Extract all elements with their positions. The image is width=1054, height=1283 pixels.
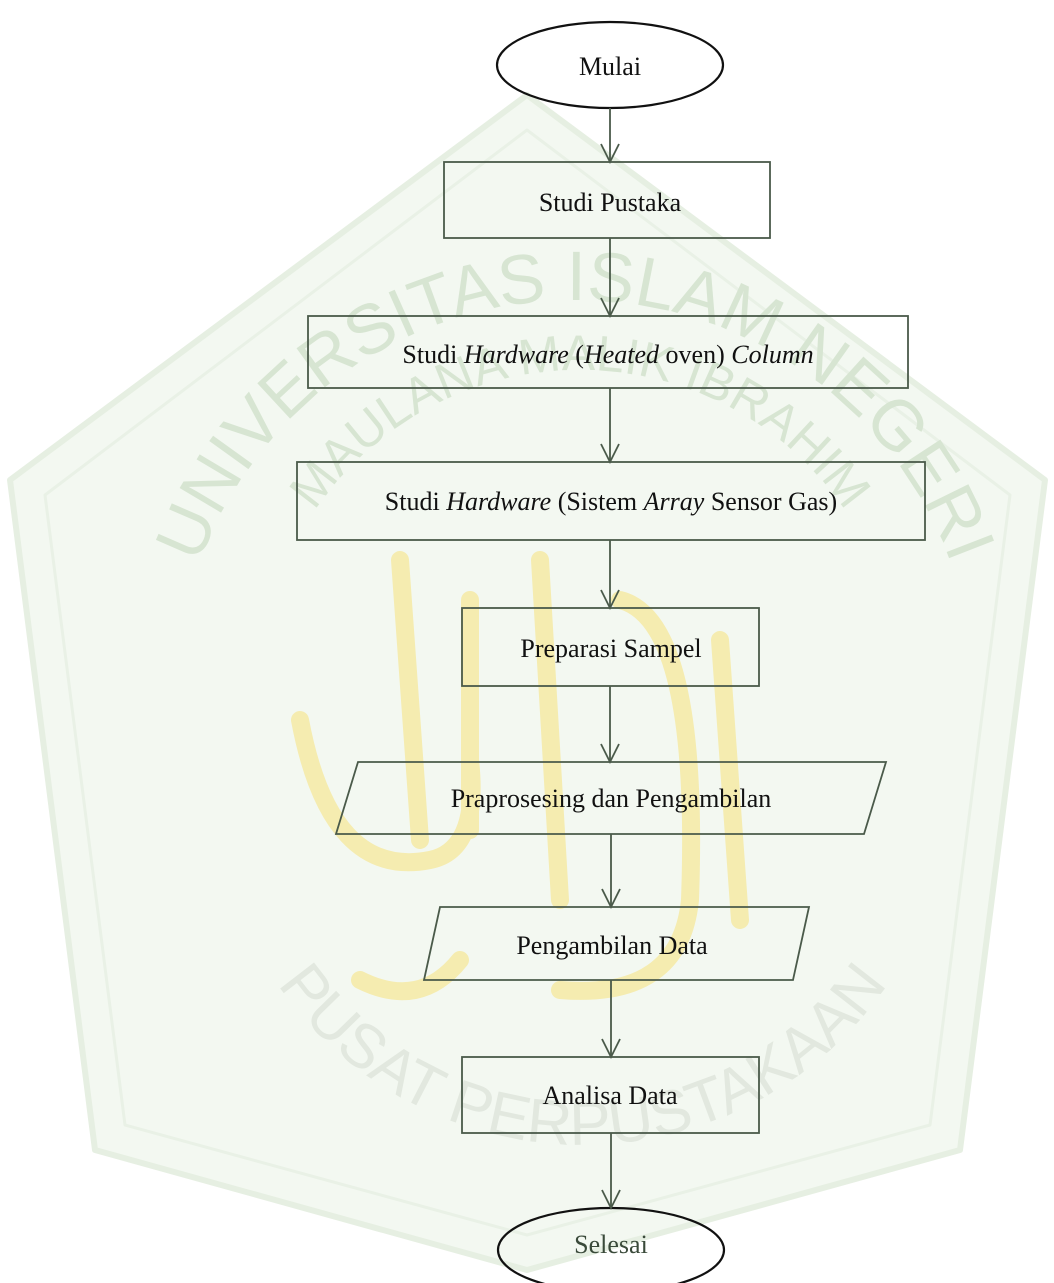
- arrow-preparasi-sampel-to-praprosesing: [600, 686, 620, 765]
- arrow-studi-hardware-heated-to-studi-hardware-array: [600, 388, 620, 465]
- node-studi-pustaka: Studi Pustaka: [443, 161, 771, 239]
- seal-calligraphy: [291, 551, 749, 1001]
- node-praprosesing: Praprosesing dan Pengambilan: [334, 761, 888, 835]
- arrow-start-to-studi-pustaka: [600, 108, 620, 165]
- node-studi-hardware-array-label-part: (Sistem: [551, 487, 643, 516]
- node-start-label: Mulai: [579, 52, 641, 81]
- node-studi-hardware-heated-label-part: Column: [731, 340, 813, 369]
- node-studi-pustaka-box: [443, 161, 771, 239]
- arrow-head-icon: [600, 297, 620, 319]
- arrow-studi-hardware-array-to-preparasi-sampel: [600, 540, 620, 611]
- node-preparasi-sampel-label: Preparasi Sampel: [520, 634, 701, 663]
- node-studi-hardware-array-label: Studi Hardware (Sistem Array Sensor Gas): [385, 487, 837, 516]
- node-praprosesing-label: Praprosesing dan Pengambilan: [451, 784, 772, 813]
- node-studi-hardware-array-label-part: Hardware: [445, 487, 551, 516]
- node-pengambilan-data-parallelogram: [422, 906, 811, 981]
- arrow-studi-pustaka-to-studi-hardware-heated: [600, 238, 620, 319]
- node-start: Mulai: [495, 20, 725, 110]
- arrow-praprosesing-to-pengambilan-data: [601, 834, 621, 910]
- node-studi-hardware-heated-label: Studi Hardware (Heated oven) Column: [402, 340, 813, 369]
- node-studi-hardware-heated-label-part: (: [569, 340, 584, 369]
- arrow-head-icon: [601, 1189, 621, 1211]
- node-studi-hardware-array-label-part: Array: [642, 487, 705, 516]
- arrow-analisa-data-to-end: [601, 1133, 621, 1211]
- arrow-pengambilan-data-to-analisa-data: [601, 980, 621, 1060]
- arrow-head-icon: [601, 888, 621, 910]
- node-pengambilan-data: Pengambilan Data: [422, 906, 811, 981]
- arrow-head-icon: [600, 589, 620, 611]
- node-studi-hardware-heated-label-part: Hardware: [463, 340, 569, 369]
- node-studi-hardware-heated-box: [307, 315, 909, 389]
- node-analisa-data-label: Analisa Data: [542, 1081, 677, 1110]
- node-studi-hardware-heated-label-part: Studi: [402, 340, 463, 369]
- node-analisa-data: Analisa Data: [461, 1056, 760, 1134]
- arrow-head-icon: [601, 1038, 621, 1060]
- node-end: Selesai: [496, 1206, 726, 1283]
- node-praprosesing-parallelogram: [334, 761, 888, 835]
- arrow-head-icon: [600, 143, 620, 165]
- node-studi-hardware-array-label-part: Studi: [385, 487, 446, 516]
- node-studi-hardware-heated: Studi Hardware (Heated oven) Column: [307, 315, 909, 389]
- node-preparasi-sampel: Preparasi Sampel: [461, 607, 760, 687]
- node-studi-hardware-array: Studi Hardware (Sistem Array Sensor Gas): [296, 461, 926, 541]
- node-studi-hardware-heated-label-part: oven): [659, 340, 731, 369]
- arrow-head-icon: [600, 743, 620, 765]
- node-end-label: Selesai: [574, 1230, 648, 1259]
- node-studi-pustaka-label: Studi Pustaka: [539, 188, 682, 217]
- node-studi-hardware-array-label-part: Sensor Gas): [704, 487, 837, 516]
- node-pengambilan-data-label: Pengambilan Data: [516, 931, 708, 960]
- node-studi-hardware-heated-label-part: Heated: [583, 340, 660, 369]
- arrow-head-icon: [600, 443, 620, 465]
- seal-shield-inner: [43, 128, 1012, 1237]
